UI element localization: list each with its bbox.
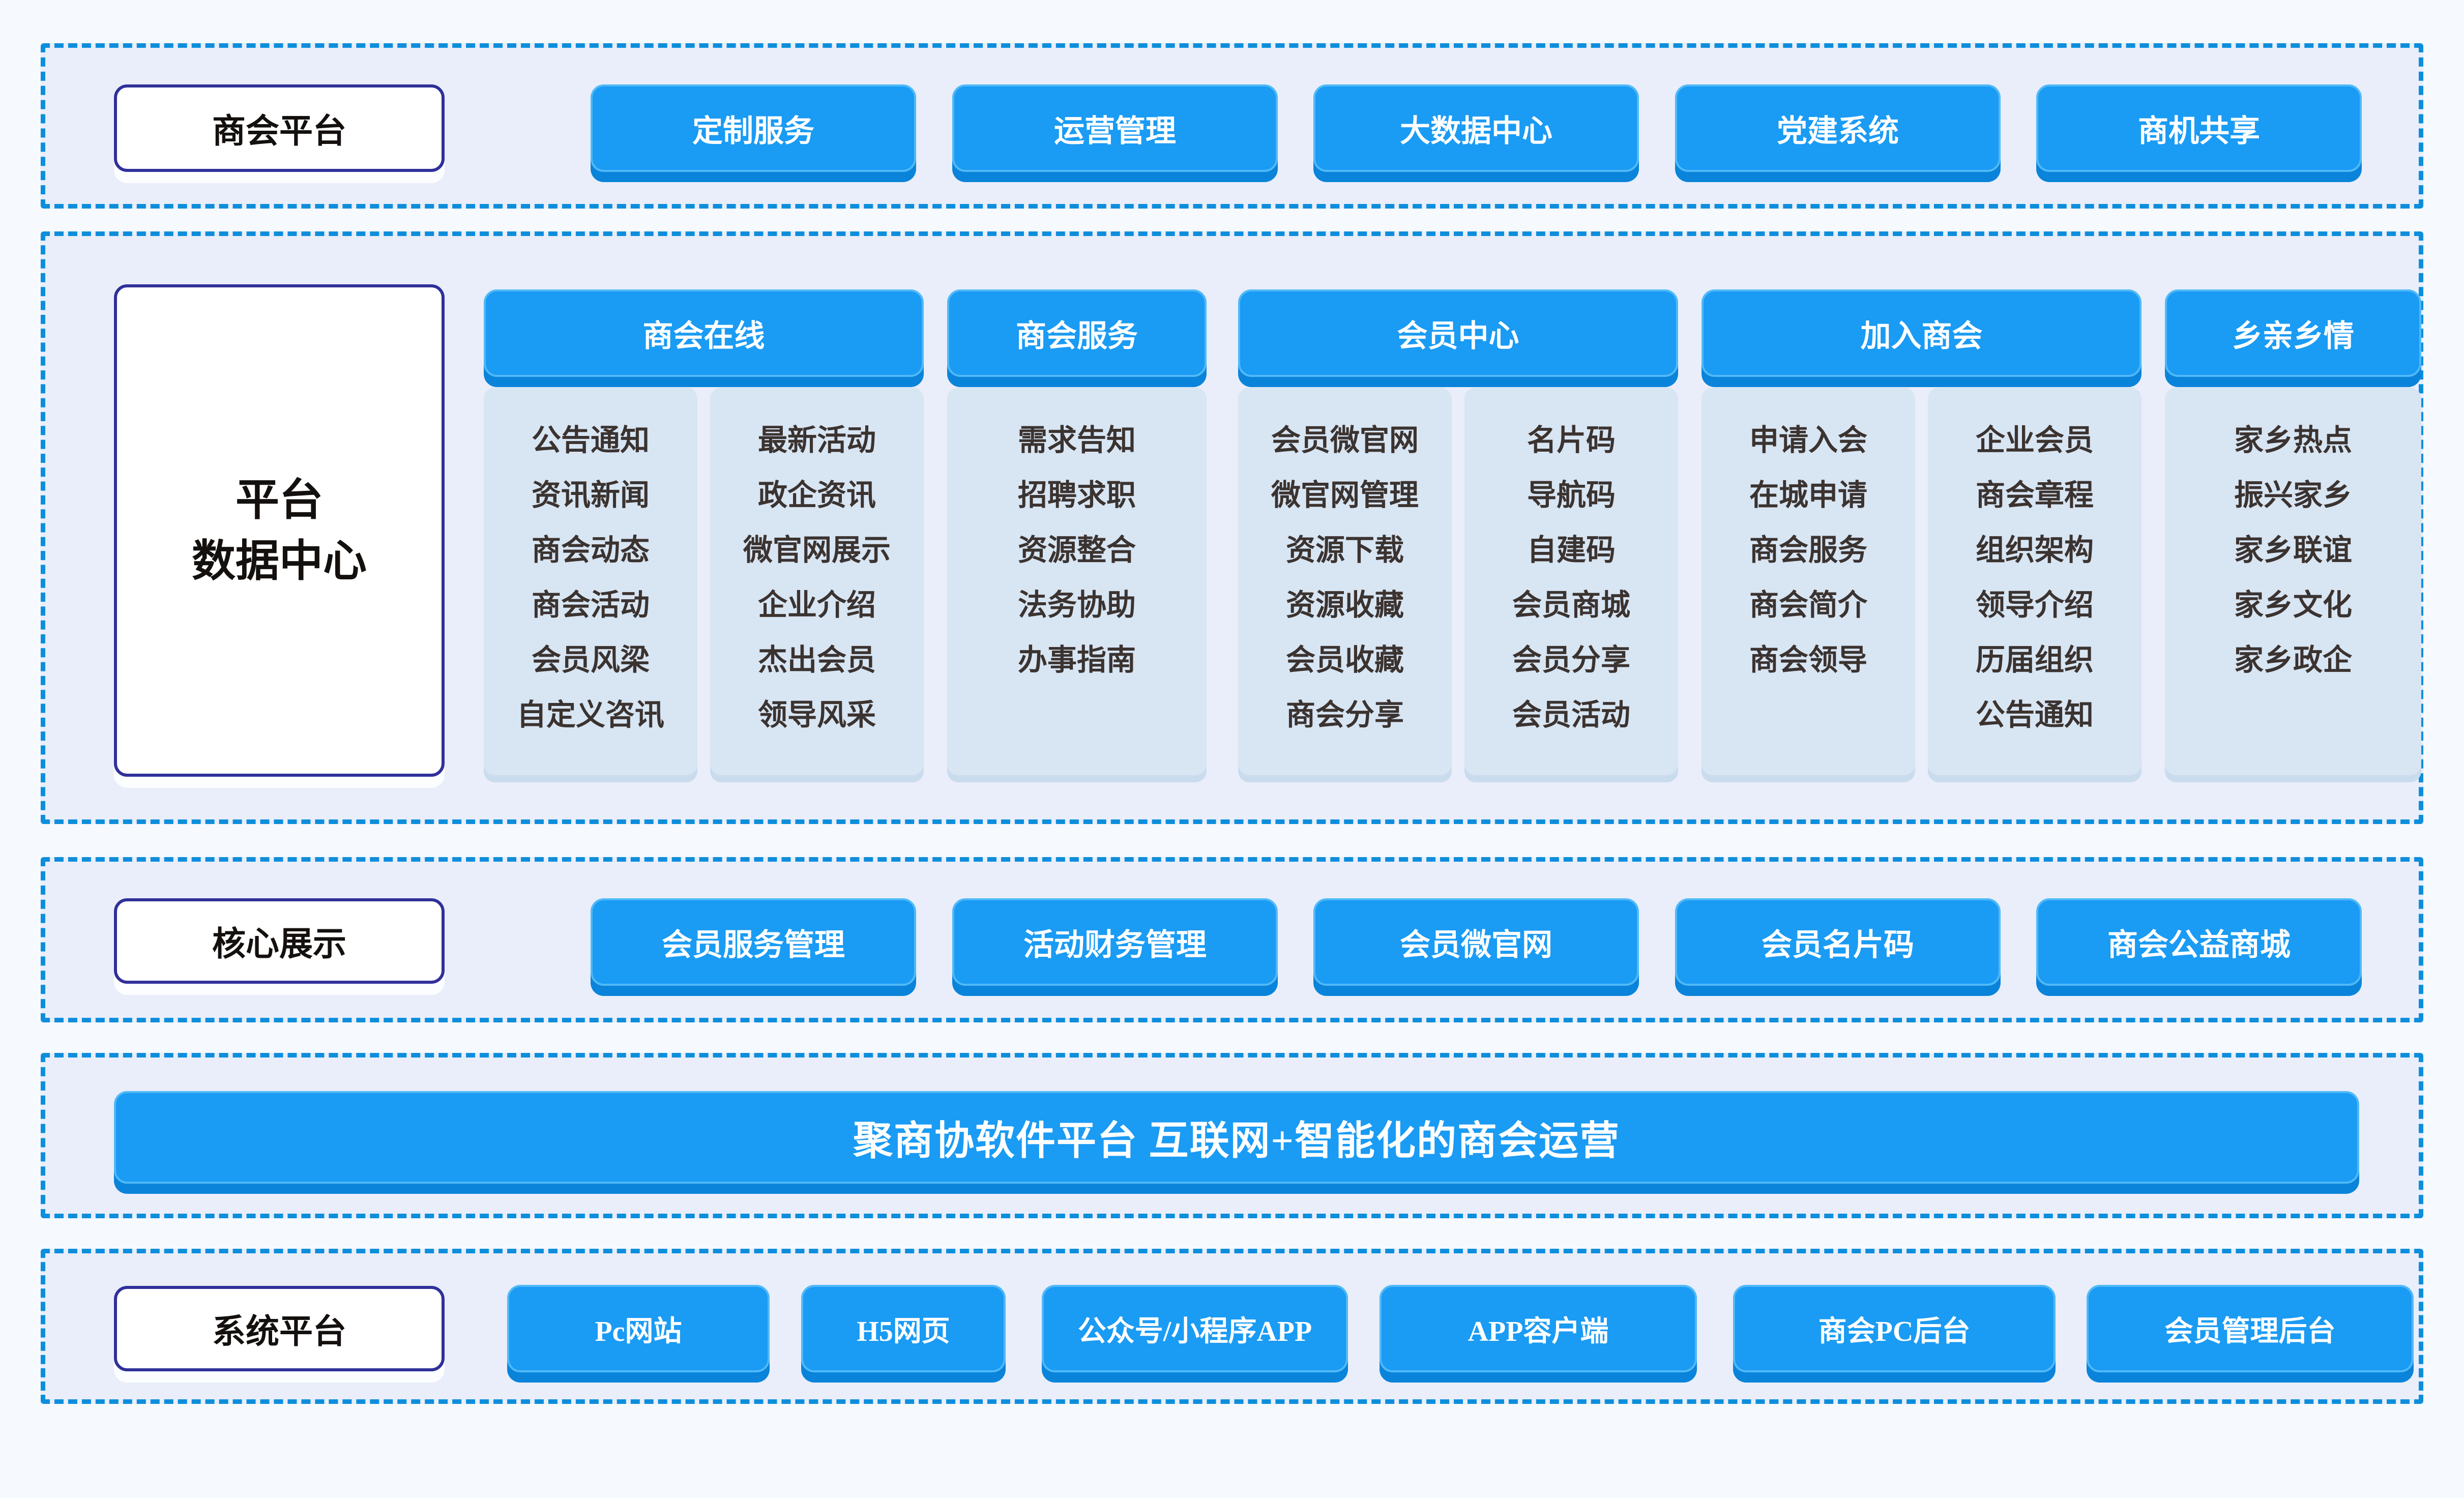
feature-item: 招聘求职 <box>1017 479 1136 512</box>
banner: 聚商协软件平台 互联网+智能化的商会运营 <box>114 1091 2359 1184</box>
feature-item: 家乡政企 <box>2234 643 2352 677</box>
feature-item: 名片码 <box>1527 424 1616 457</box>
group-header-button: 商会在线 <box>484 289 924 377</box>
feature-item-column: 会员微官网微官网管理资源下载资源收藏会员收藏商会分享 <box>1238 388 1452 775</box>
feature-item: 商会简介 <box>1749 589 1867 622</box>
feature-item: 家乡联谊 <box>2234 534 2352 567</box>
feature-item: 会员活动 <box>1512 698 1630 731</box>
platform-service-button: 大数据中心 <box>1313 84 1639 172</box>
feature-item: 企业会员 <box>1975 424 2094 457</box>
feature-item: 商会分享 <box>1285 698 1404 731</box>
feature-item: 商会服务 <box>1749 534 1867 567</box>
feature-item: 杰出会员 <box>757 643 876 677</box>
feature-item: 政企资讯 <box>757 479 876 512</box>
system-platform-button: 商会PC后台 <box>1733 1285 2056 1372</box>
feature-item: 商会动态 <box>531 534 650 567</box>
core-display-label-box: 核心展示 <box>114 898 445 984</box>
feature-item-column: 企业会员商会章程组织架构领导介绍历届组织公告通知 <box>1928 388 2142 775</box>
section-platform: 商会平台 定制服务运营管理大数据中心党建系统商机共享 <box>41 43 2423 209</box>
core-display-button: 活动财务管理 <box>952 898 1278 986</box>
group-header-button: 商会服务 <box>947 289 1207 377</box>
feature-item: 资源收藏 <box>1285 589 1404 622</box>
section-system-platform: 系统平台 Pc网站 H5网页公众号/小程序APP APP容户端商会PC后台会员管理后… <box>41 1249 2423 1404</box>
feature-item: 会员收藏 <box>1285 643 1404 677</box>
data-center-label-line1: 平台 <box>236 475 323 524</box>
feature-item: 家乡热点 <box>2234 424 2352 457</box>
feature-item: 会员商城 <box>1512 589 1630 622</box>
feature-item: 最新活动 <box>757 424 876 457</box>
feature-item: 在城申请 <box>1749 479 1867 512</box>
platform-label-box: 商会平台 <box>114 84 445 172</box>
feature-item: 会员风梁 <box>531 643 650 677</box>
group-header-button: 会员中心 <box>1238 289 1678 377</box>
feature-item-column: 申请入会在城申请商会服务商会简介商会领导 <box>1702 388 1915 775</box>
system-platform-button: H5网页 <box>801 1285 1006 1372</box>
feature-item: 导航码 <box>1527 479 1616 512</box>
platform-service-button: 定制服务 <box>591 84 916 172</box>
feature-item: 商会活动 <box>531 589 650 622</box>
feature-item: 商会领导 <box>1749 643 1867 677</box>
data-center-label-line2: 数据中心 <box>192 537 367 585</box>
feature-item: 公告通知 <box>1975 698 2094 731</box>
feature-item: 组织架构 <box>1975 534 2094 567</box>
system-platform-button: APP容户端 <box>1380 1285 1697 1372</box>
feature-item: 领导介绍 <box>1975 589 2094 622</box>
system-platform-button: 公众号/小程序APP <box>1042 1285 1348 1372</box>
data-center-label-box: 平台 数据中心 <box>114 284 445 777</box>
feature-item: 会员微官网 <box>1271 424 1419 457</box>
feature-item-column: 公告通知资讯新闻商会动态商会活动会员风梁自定义咨讯 <box>484 388 697 775</box>
feature-item: 企业介绍 <box>757 589 876 622</box>
core-display-button: 会员名片码 <box>1675 898 2001 986</box>
feature-item-column: 需求告知招聘求职资源整合法务协助办事指南 <box>947 388 1207 775</box>
system-platform-label-box: 系统平台 <box>114 1286 445 1371</box>
group-header-button: 加入商会 <box>1702 289 2142 377</box>
feature-item: 公告通知 <box>531 424 650 457</box>
platform-service-button: 商机共享 <box>2036 84 2362 172</box>
feature-item: 办事指南 <box>1017 643 1136 677</box>
feature-item: 历届组织 <box>1975 643 2094 677</box>
feature-item: 法务协助 <box>1017 589 1136 622</box>
feature-item: 资源整合 <box>1017 534 1136 567</box>
feature-item: 需求告知 <box>1017 424 1136 457</box>
feature-item: 商会章程 <box>1975 479 2094 512</box>
banner-text: 聚商协软件平台 互联网+智能化的商会运营 <box>853 1119 1620 1163</box>
section-data-center: 平台 数据中心 商会在线公告通知资讯新闻商会动态商会活动会员风梁自定义咨讯最新活… <box>41 231 2423 824</box>
feature-item: 资讯新闻 <box>531 479 650 512</box>
feature-item-column: 最新活动政企资讯微官网展示企业介绍杰出会员领导风采 <box>710 388 924 775</box>
feature-item-column: 名片码导航码自建码会员商城会员分享会员活动 <box>1464 388 1678 775</box>
feature-item: 家乡文化 <box>2234 589 2352 622</box>
feature-item: 振兴家乡 <box>2234 479 2352 512</box>
feature-item-column: 家乡热点振兴家乡家乡联谊家乡文化家乡政企 <box>2165 388 2421 775</box>
system-platform-button: 会员管理后台 <box>2087 1285 2414 1372</box>
core-display-button: 会员服务管理 <box>591 898 916 986</box>
feature-item: 自建码 <box>1527 534 1616 567</box>
section-core-display: 核心展示 会员服务管理活动财务管理会员微官网会员名片码商会公益商城 <box>41 857 2423 1022</box>
feature-item: 自定义咨讯 <box>516 698 664 731</box>
platform-service-button: 党建系统 <box>1675 84 2001 172</box>
core-display-button: 会员微官网 <box>1313 898 1639 986</box>
feature-item: 申请入会 <box>1749 424 1867 457</box>
platform-service-button: 运营管理 <box>952 84 1278 172</box>
section-banner: 聚商协软件平台 互联网+智能化的商会运营 <box>41 1053 2423 1218</box>
core-display-label: 核心展示 <box>212 926 346 963</box>
feature-item: 资源下载 <box>1285 534 1404 567</box>
feature-item: 微官网展示 <box>743 534 891 567</box>
feature-item: 领导风采 <box>757 698 876 731</box>
system-platform-label: 系统平台 <box>212 1313 346 1350</box>
system-platform-button: Pc网站 <box>507 1285 770 1372</box>
platform-label: 商会平台 <box>212 113 346 150</box>
group-header-button: 乡亲乡情 <box>2165 289 2421 377</box>
core-display-button: 商会公益商城 <box>2036 898 2362 986</box>
feature-item: 微官网管理 <box>1271 479 1419 512</box>
feature-item: 会员分享 <box>1512 643 1630 677</box>
